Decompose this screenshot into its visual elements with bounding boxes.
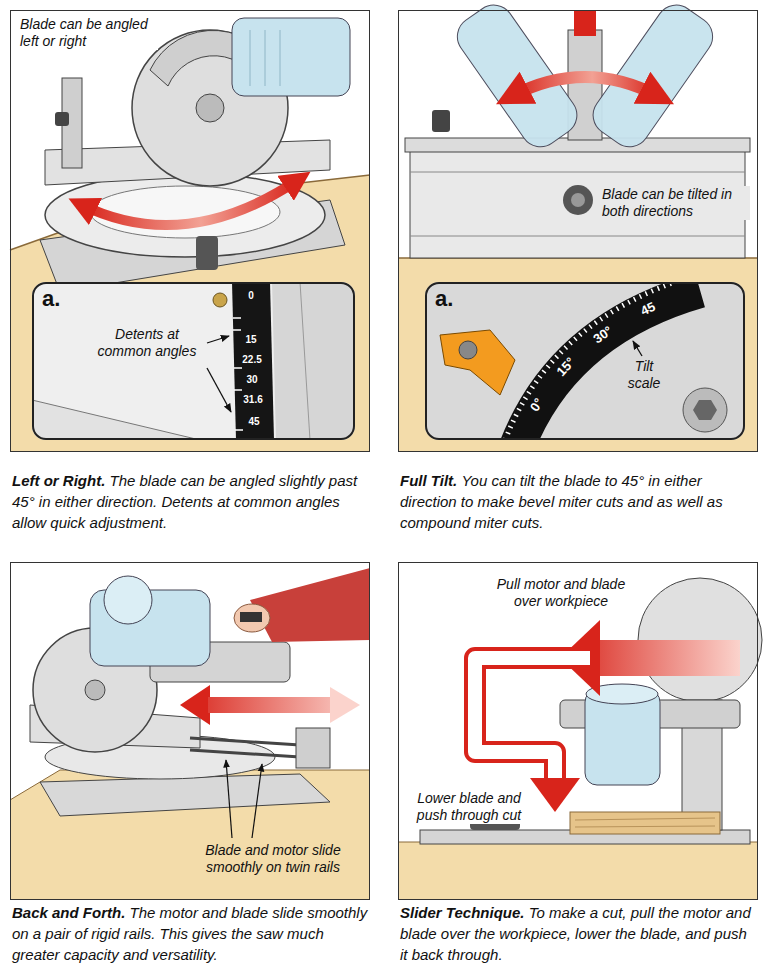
detent-inset-art — [32, 282, 355, 440]
panel: Blade can be tilted in both directions a.… — [398, 10, 758, 452]
tilt-inset-art — [425, 282, 745, 440]
caption-block: Full Tilt.You can tilt the blade to 45° … — [400, 470, 756, 533]
scale-number: 15° — [547, 347, 586, 387]
caption-lead: Slider Technique. — [400, 904, 524, 921]
scale-number: 0° — [520, 384, 555, 426]
callout-text: Tilt scale — [616, 358, 672, 392]
caption-lead: Full Tilt. — [400, 472, 457, 489]
caption-lead: Left or Right. — [12, 472, 105, 489]
callout-text: Blade can be tilted in both directions — [600, 186, 750, 220]
callout-text: Pull motor and blade over workpiece — [486, 576, 636, 610]
scale-number: 22.5 — [234, 352, 270, 368]
panel: Blade and motor slide smoothly on twin r… — [10, 562, 370, 900]
bevel-illustration — [398, 0, 758, 452]
callout-text: Detents at common angles — [92, 326, 202, 360]
scale-number: 15 — [233, 332, 269, 348]
caption-block: Left or Right.The blade can be angled sl… — [12, 470, 368, 533]
slide-illustration — [10, 562, 370, 900]
panel: Blade can be angled left or right a. Deten… — [10, 10, 370, 452]
miter-illustration — [10, 10, 370, 452]
callout-text: Blade and motor slide smoothly on twin r… — [185, 842, 361, 876]
inset-letter: a. — [435, 286, 465, 312]
scale-number: 30° — [582, 317, 624, 353]
callout-text: Lower blade and push through cut — [406, 790, 532, 824]
scale-number: 30 — [234, 372, 270, 388]
caption-block: Back and Forth.The motor and blade slide… — [12, 902, 368, 965]
scale-number: 45 — [236, 414, 272, 430]
inset: a. Tilt scale 0°15°30°45 — [425, 282, 745, 440]
panel: Pull motor and blade over workpieceLower… — [398, 562, 758, 900]
scale-number: 0 — [233, 288, 269, 304]
scale-number: 45 — [626, 293, 669, 324]
slider-technique-illustration — [398, 562, 762, 900]
inset: a. Detents at common angles 0 15 22.5 30 31.6 4… — [32, 282, 355, 440]
callout-text: Blade can be angled left or right — [18, 16, 158, 50]
caption-block: Slider Technique.To make a cut, pull the… — [400, 902, 756, 965]
scale-number: 31.6 — [235, 392, 271, 408]
caption-lead: Back and Forth. — [12, 904, 125, 921]
inset-letter: a. — [42, 286, 72, 312]
